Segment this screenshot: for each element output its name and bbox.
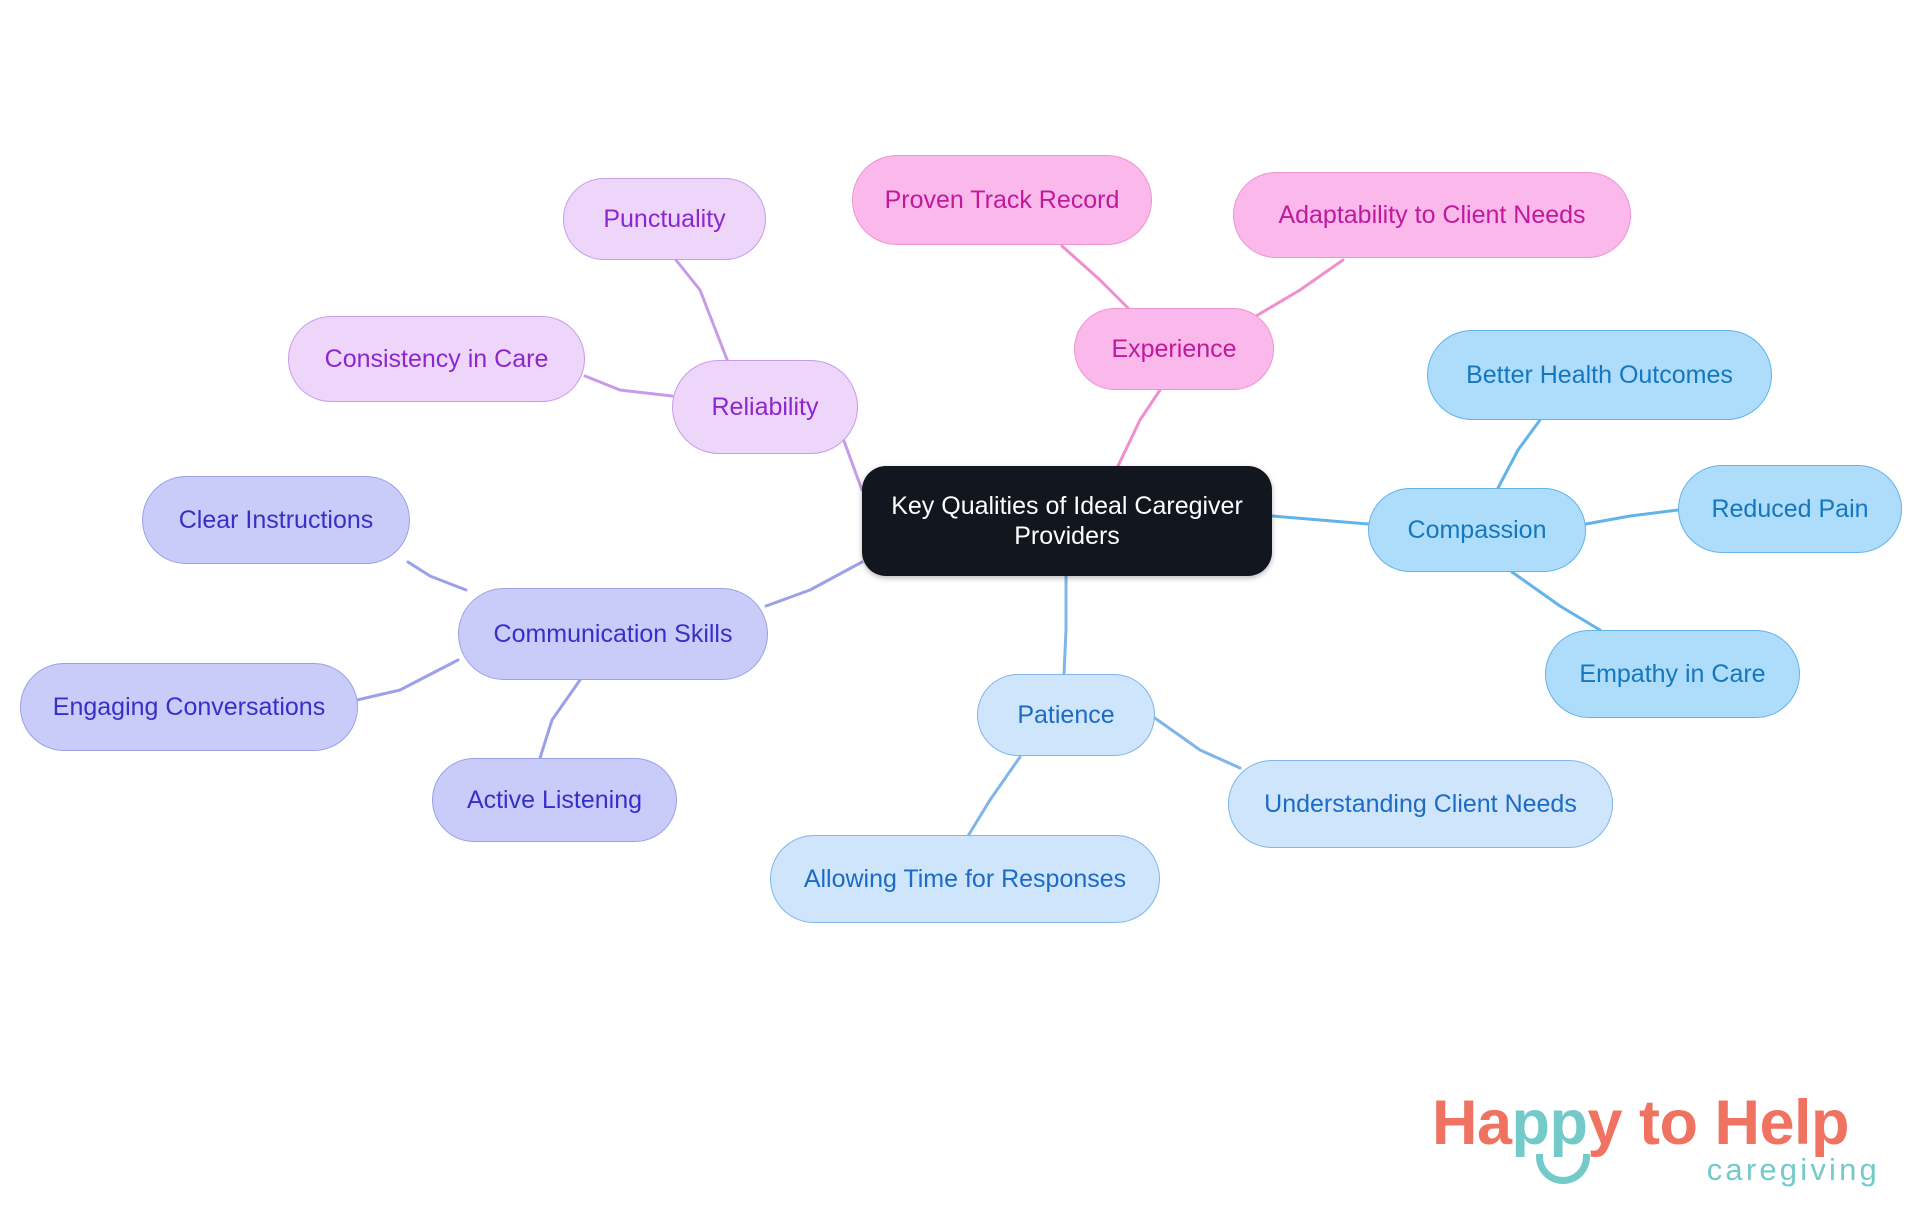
leaf-node-empathy-in-care[interactable]: Empathy in Care bbox=[1545, 630, 1800, 718]
edge-patience-allowing bbox=[966, 755, 1022, 838]
edge-root-patience bbox=[1062, 574, 1068, 676]
leaf-node-consistency-in-care[interactable]: Consistency in Care bbox=[288, 316, 585, 402]
edge-reliability-consistency bbox=[583, 374, 674, 398]
edge-root-experience bbox=[1116, 388, 1162, 468]
leaf-label-empathy-in-care: Empathy in Care bbox=[1579, 659, 1766, 688]
logo-word-part1: Ha bbox=[1432, 1088, 1512, 1158]
edge-root-compassion bbox=[1270, 514, 1370, 526]
edge-patience-understanding bbox=[1150, 714, 1242, 770]
leaf-label-clear-instructions: Clear Instructions bbox=[178, 505, 374, 534]
root-node-label: Key Qualities of Ideal Caregiver Provide… bbox=[891, 491, 1243, 551]
logo-word-part3: y to Help bbox=[1587, 1088, 1850, 1158]
leaf-label-active-listening: Active Listening bbox=[466, 785, 643, 814]
leaf-label-adaptability-to-client-needs: Adaptability to Client Needs bbox=[1278, 200, 1586, 229]
leaf-node-reduced-pain[interactable]: Reduced Pain bbox=[1678, 465, 1902, 553]
branch-label-reliability: Reliability bbox=[711, 392, 819, 421]
leaf-node-punctuality[interactable]: Punctuality bbox=[563, 178, 766, 260]
leaf-node-active-listening[interactable]: Active Listening bbox=[432, 758, 677, 842]
edge-compassion-reduced bbox=[1584, 508, 1680, 526]
logo-wordmark: Happy to Help bbox=[1432, 1092, 1850, 1155]
leaf-node-proven-track-record[interactable]: Proven Track Record bbox=[852, 155, 1152, 245]
edge-communication-clear bbox=[406, 560, 468, 592]
smile-icon bbox=[1536, 1154, 1590, 1184]
leaf-node-clear-instructions[interactable]: Clear Instructions bbox=[142, 476, 410, 564]
branch-node-experience[interactable]: Experience bbox=[1074, 308, 1274, 390]
branch-label-patience: Patience bbox=[1017, 700, 1115, 729]
edge-experience-proven bbox=[1060, 244, 1130, 310]
root-node[interactable]: Key Qualities of Ideal Caregiver Provide… bbox=[862, 466, 1272, 576]
logo-word-part2: pp bbox=[1511, 1088, 1588, 1158]
edge-compassion-empathy bbox=[1510, 570, 1602, 632]
edge-root-communication bbox=[764, 560, 864, 608]
branch-label-communication-skills: Communication Skills bbox=[493, 619, 733, 648]
branch-label-experience: Experience bbox=[1111, 334, 1237, 363]
leaf-label-punctuality: Punctuality bbox=[603, 204, 726, 233]
branch-node-compassion[interactable]: Compassion bbox=[1368, 488, 1586, 572]
leaf-node-better-health-outcomes[interactable]: Better Health Outcomes bbox=[1427, 330, 1772, 420]
branch-node-communication-skills[interactable]: Communication Skills bbox=[458, 588, 768, 680]
branch-node-patience[interactable]: Patience bbox=[977, 674, 1155, 756]
leaf-label-better-health-outcomes: Better Health Outcomes bbox=[1466, 360, 1733, 389]
leaf-label-engaging-conversations: Engaging Conversations bbox=[52, 692, 326, 721]
edge-experience-adaptability bbox=[1254, 258, 1345, 318]
leaf-label-consistency-in-care: Consistency in Care bbox=[324, 344, 549, 373]
leaf-node-adaptability-to-client-needs[interactable]: Adaptability to Client Needs bbox=[1233, 172, 1631, 258]
leaf-node-engaging-conversations[interactable]: Engaging Conversations bbox=[20, 663, 358, 751]
leaf-label-reduced-pain: Reduced Pain bbox=[1711, 494, 1869, 523]
edge-communication-engaging bbox=[355, 658, 460, 702]
leaf-node-understanding-client-needs[interactable]: Understanding Client Needs bbox=[1228, 760, 1613, 848]
edge-reliability-punctuality bbox=[674, 258, 730, 364]
leaf-label-allowing-time-for-responses: Allowing Time for Responses bbox=[803, 864, 1127, 893]
branch-label-compassion: Compassion bbox=[1407, 515, 1547, 544]
leaf-label-proven-track-record: Proven Track Record bbox=[884, 185, 1120, 214]
logo-tagline: caregiving bbox=[1706, 1152, 1880, 1187]
brand-logo: Happy to Help caregiving bbox=[1432, 1092, 1884, 1204]
leaf-label-understanding-client-needs: Understanding Client Needs bbox=[1264, 789, 1577, 818]
edge-communication-active bbox=[538, 678, 582, 760]
branch-node-reliability[interactable]: Reliability bbox=[672, 360, 858, 454]
edge-compassion-better bbox=[1496, 418, 1542, 490]
leaf-node-allowing-time-for-responses[interactable]: Allowing Time for Responses bbox=[770, 835, 1160, 923]
